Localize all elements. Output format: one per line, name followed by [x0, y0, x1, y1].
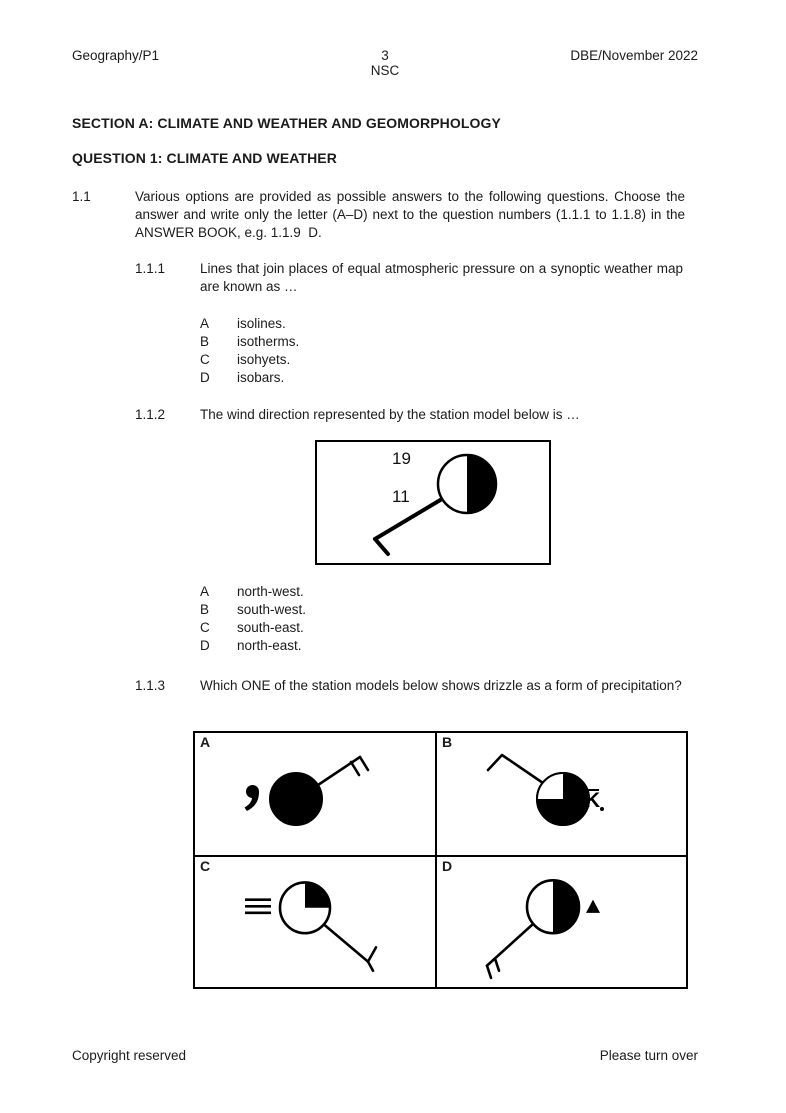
option-row: B south-west.: [200, 601, 683, 619]
option-text: isobars.: [237, 370, 285, 385]
option-text: isotherms.: [237, 334, 300, 349]
option-row: C south-east.: [200, 619, 683, 637]
station-model-cell-a: A: [195, 733, 437, 857]
station-model-a-drawing: [244, 755, 370, 826]
section-heading: SECTION A: CLIMATE AND WEATHER AND GEOMO…: [72, 115, 501, 131]
page-number-block: 3 NSC: [72, 48, 698, 78]
option-text: isolines.: [237, 316, 286, 331]
option-row: D isobars.: [200, 369, 683, 387]
wind-shaft-icon: [486, 753, 545, 785]
option-letter: B: [200, 602, 210, 617]
instruction-text: Various options are provided as possible…: [135, 189, 685, 240]
page-header: Geography/P1 3 NSC DBE/November 2022: [72, 48, 698, 78]
wind-barb-icon: [358, 755, 370, 772]
cloud-cover-outline: [536, 772, 590, 826]
cell-label: A: [200, 734, 211, 750]
question-heading: QUESTION 1: CLIMATE AND WEATHER: [72, 150, 337, 166]
options-1-1-1: A isolines. B isotherms. C isohyets. D i…: [200, 315, 683, 387]
question-number-1-1-1: 1.1.1: [135, 261, 166, 276]
wind-shaft-icon: [373, 497, 444, 541]
wind-barb-icon: [493, 957, 501, 973]
station-model-drawing: [373, 453, 498, 556]
thunderstorm-icon: K: [584, 789, 604, 812]
drizzle-icon: [244, 785, 259, 811]
wind-barb-icon: [366, 946, 378, 963]
temperature-value: 19: [392, 449, 411, 468]
question-number-1-1-2: 1.1.2: [135, 407, 166, 422]
turn-over-label: Please turn over: [599, 1048, 698, 1063]
question-number-1-1-3: 1.1.3: [135, 678, 166, 693]
cell-label: B: [442, 734, 453, 750]
wind-barb-icon: [485, 964, 493, 980]
option-text: south-west.: [237, 602, 307, 617]
option-letter: D: [200, 638, 210, 653]
option-text: south-east.: [237, 620, 304, 635]
page-number: 3: [381, 48, 389, 63]
copyright-label: Copyright reserved: [72, 1048, 187, 1063]
cloud-cover-half-shade: [467, 455, 496, 513]
wind-barb-icon: [373, 537, 390, 556]
cell-label: C: [200, 858, 211, 874]
option-letter: C: [200, 352, 210, 367]
station-model-cell-b: B K: [437, 733, 686, 857]
station-model-cell-d: D: [437, 857, 686, 987]
svg-text:K: K: [585, 789, 600, 812]
cell-label: D: [442, 858, 453, 874]
nsc-label: NSC: [370, 63, 400, 78]
cloud-cover-quarter-shade: [305, 882, 330, 908]
option-text: north-west.: [237, 584, 304, 599]
station-model-c-drawing: [245, 881, 378, 973]
option-letter: C: [200, 620, 210, 635]
option-row: A north-west.: [200, 583, 683, 601]
station-model-d-drawing: [485, 879, 600, 980]
cloud-cover-half-shade: [553, 880, 579, 934]
option-text: isohyets.: [237, 352, 291, 367]
option-text: north-east.: [237, 638, 302, 653]
wind-barb-icon: [349, 760, 361, 777]
wind-shaft-icon: [485, 922, 535, 967]
option-row: D north-east.: [200, 637, 683, 655]
station-models-grid: A B K: [193, 731, 688, 989]
fog-icon: [245, 898, 271, 915]
option-row: C isohyets.: [200, 351, 683, 369]
hail-icon: [586, 899, 600, 913]
station-model-b-drawing: K: [486, 753, 604, 826]
wind-shaft-icon: [319, 920, 370, 963]
option-row: B isotherms.: [200, 333, 683, 351]
question-text-1-1-1: Lines that join places of equal atmosphe…: [200, 261, 683, 294]
station-model-cell-c: C: [195, 857, 437, 987]
wind-shaft-icon: [316, 755, 362, 787]
cloud-cover-circle-full: [269, 772, 323, 826]
question-text-1-1-2: The wind direction represented by the st…: [200, 407, 580, 422]
option-letter: B: [200, 334, 210, 349]
option-row: A isolines.: [200, 315, 683, 333]
dew-point-value: 11: [392, 487, 410, 506]
cloud-cover-clear-quarter: [537, 773, 563, 799]
wind-shaft-tip: [366, 960, 375, 973]
paper-title: Geography/P1: [72, 48, 160, 63]
exam-session: DBE/November 2022: [570, 48, 698, 63]
options-1-1-2: A north-west. B south-west. C south-east…: [200, 583, 683, 655]
question-number-1-1: 1.1: [72, 189, 91, 204]
station-model-figure: 19 11: [315, 440, 551, 565]
option-letter: A: [200, 584, 210, 599]
question-text-1-1-3: Which ONE of the station models below sh…: [200, 678, 682, 693]
option-letter: A: [200, 316, 210, 331]
option-letter: D: [200, 370, 210, 385]
